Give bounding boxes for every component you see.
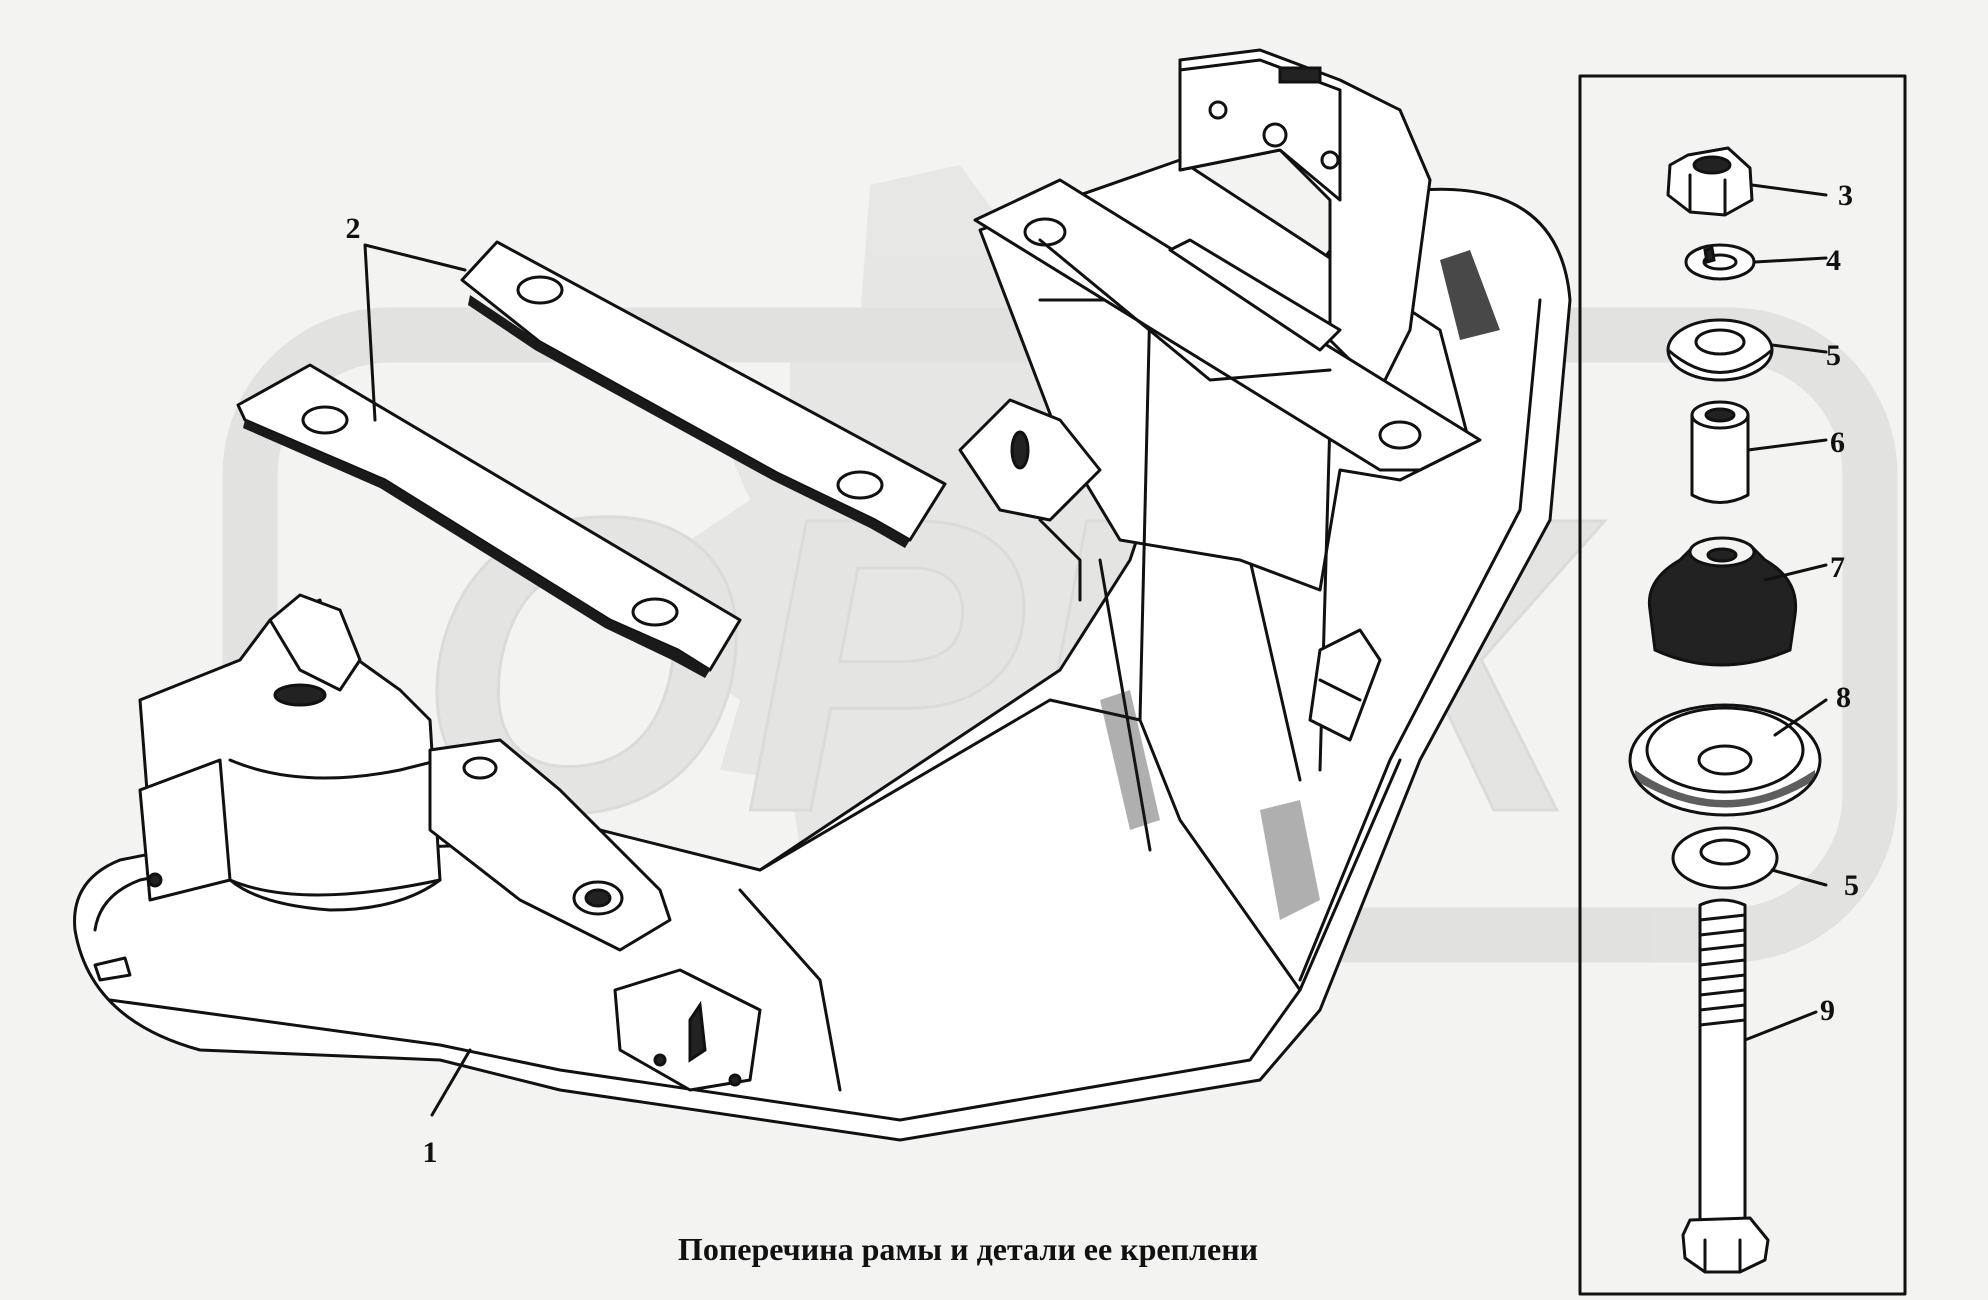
crossmember-part-1 — [73, 48, 1572, 1142]
callout-1: 1 — [423, 1136, 438, 1169]
callout-5-lower: 5 — [1844, 869, 1859, 902]
leader-lines — [363, 183, 1828, 1117]
callout-7: 7 — [1830, 551, 1845, 584]
sleeve-part-6 — [1690, 400, 1750, 504]
callout-2: 2 — [346, 212, 361, 245]
fastener-panel-frame — [1578, 74, 1907, 1296]
figure-caption: Поперечина рамы и детали ее креплени — [678, 1231, 1258, 1267]
cup-washer-part-8 — [1628, 703, 1822, 817]
lock-washer-part-4 — [1684, 243, 1756, 281]
left-mount-assembly — [93, 593, 762, 1092]
callout-8: 8 — [1836, 681, 1851, 714]
callout-5-upper: 5 — [1826, 339, 1841, 372]
callout-3: 3 — [1838, 179, 1853, 212]
callout-9: 9 — [1820, 994, 1835, 1027]
plates-part-2 — [236, 240, 947, 678]
rubber-cushion-part-7 — [1647, 536, 1798, 667]
nut-part-3 — [1666, 146, 1754, 217]
callout-6: 6 — [1830, 426, 1845, 459]
washer-part-5-upper — [1666, 318, 1774, 382]
callout-4: 4 — [1826, 244, 1841, 277]
washer-part-5-lower — [1671, 826, 1779, 890]
bolt-part-9 — [1681, 898, 1770, 1274]
